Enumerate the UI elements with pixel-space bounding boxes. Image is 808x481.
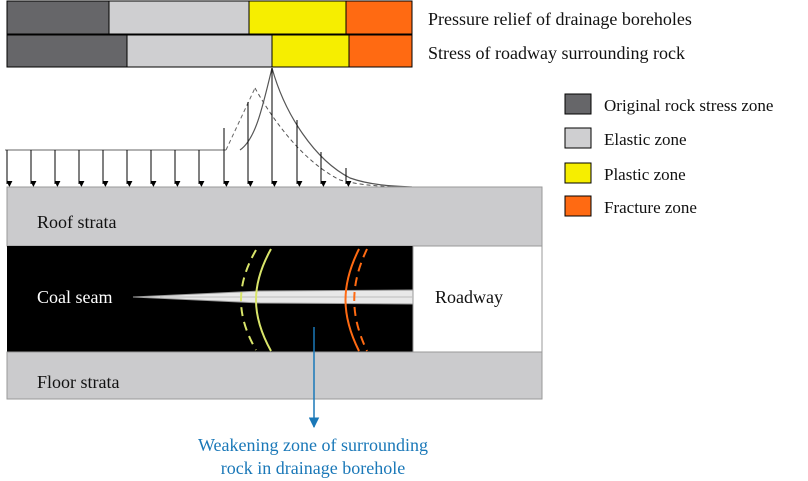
legend-swatch-plastic bbox=[564, 162, 592, 184]
roadway bbox=[412, 245, 543, 353]
annotation-line-1: Weakening zone of surrounding bbox=[198, 435, 428, 455]
stress-distribution bbox=[5, 67, 413, 188]
coal-seam-label: Coal seam bbox=[37, 287, 112, 307]
fracture-boundary-dashed bbox=[353, 248, 368, 352]
legend-swatch-original bbox=[564, 93, 592, 115]
roof-strata-label: Roof strata bbox=[37, 212, 116, 232]
floor-strata-label: Floor strata bbox=[37, 372, 120, 392]
zone-bar-roadway bbox=[6, 34, 413, 68]
fracture-boundary-solid bbox=[344, 248, 360, 352]
bar-label-borehole: Pressure relief of drainage boreholes bbox=[428, 9, 692, 29]
floor-strata bbox=[6, 351, 543, 400]
annotation-line-2: rock in drainage borehole bbox=[221, 458, 405, 478]
zone-bar-borehole bbox=[6, 0, 413, 35]
bar-label-roadway: Stress of roadway surrounding rock bbox=[428, 43, 685, 63]
legend: Original rock stress zone Elastic zone P… bbox=[564, 93, 773, 217]
plastic-boundary-solid bbox=[255, 248, 272, 352]
legend-swatch-fracture bbox=[564, 195, 592, 217]
roadway-label: Roadway bbox=[435, 287, 503, 307]
legend-label-original: Original rock stress zone bbox=[604, 96, 773, 115]
legend-label-fracture: Fracture zone bbox=[604, 198, 697, 217]
legend-label-plastic: Plastic zone bbox=[604, 165, 686, 184]
legend-swatch-elastic bbox=[564, 127, 592, 149]
roof-strata bbox=[6, 186, 543, 247]
legend-label-elastic: Elastic zone bbox=[604, 130, 687, 149]
plastic-boundary-dashed bbox=[240, 249, 257, 351]
stress-arrows bbox=[6, 68, 352, 187]
